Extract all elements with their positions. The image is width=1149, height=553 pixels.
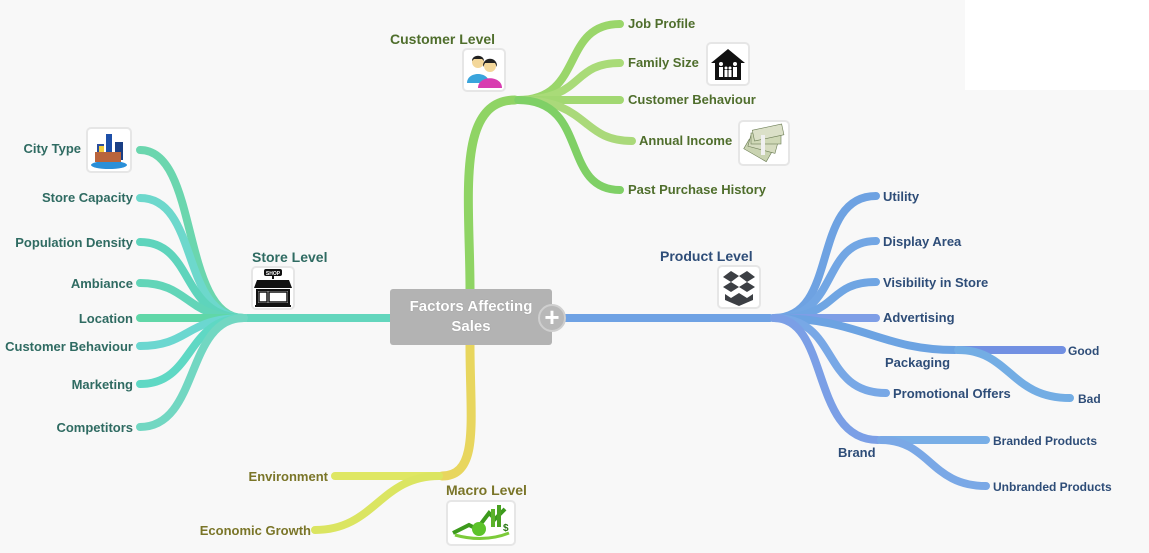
node-visibility-in-store[interactable]: Visibility in Store: [883, 275, 989, 290]
node-past-purchase-history[interactable]: Past Purchase History: [628, 182, 767, 197]
node-branded-products[interactable]: Branded Products: [993, 434, 1098, 448]
svg-text:$: $: [503, 523, 509, 534]
blank-panel: [965, 0, 1149, 90]
link-brand: [770, 314, 882, 444]
link-economic-growth: [311, 472, 443, 534]
node-ambiance[interactable]: Ambiance: [70, 276, 133, 291]
link-packaging: [770, 314, 959, 354]
link-past-purchase: [514, 96, 624, 194]
node-store-capacity[interactable]: Store Capacity: [41, 190, 133, 205]
node-population-density[interactable]: Population Density: [15, 235, 133, 250]
box-icon: [717, 265, 761, 309]
link-center-macro: [437, 340, 476, 481]
node-marketing[interactable]: Marketing: [71, 377, 133, 392]
link-unbranded-products: [877, 436, 990, 490]
link-bad: [954, 346, 1074, 402]
economy-growth-icon: $: [446, 500, 516, 546]
link-center-customer: [463, 95, 520, 294]
node-competitors[interactable]: Competitors: [56, 420, 133, 435]
node-unbranded-products[interactable]: Unbranded Products: [993, 480, 1112, 494]
link-competitors: [136, 314, 248, 431]
node-economic-growth[interactable]: Economic Growth: [199, 523, 311, 538]
central-topic[interactable]: Factors Affecting Sales: [390, 289, 552, 345]
customer-level-title[interactable]: Customer Level: [390, 31, 496, 47]
node-family-size[interactable]: Family Size: [628, 55, 699, 70]
svg-text:SHOP: SHOP: [266, 271, 281, 277]
node-job-profile[interactable]: Job Profile: [628, 16, 696, 31]
family-house-icon: [706, 42, 750, 86]
macro-level-title[interactable]: Macro Level: [446, 482, 527, 498]
store-level-title[interactable]: Store Level: [252, 249, 328, 265]
link-promotional-offers: [770, 314, 890, 397]
node-packaging[interactable]: Packaging: [885, 355, 951, 370]
money-icon: [738, 120, 790, 166]
link-city-type: [136, 146, 248, 322]
node-brand[interactable]: Brand: [838, 445, 876, 460]
node-location[interactable]: Location: [78, 311, 133, 326]
node-environment[interactable]: Environment: [248, 469, 328, 484]
node-promotional-offers[interactable]: Promotional Offers: [893, 386, 1011, 401]
node-utility[interactable]: Utility: [883, 189, 920, 204]
product-level-title[interactable]: Product Level: [660, 248, 753, 264]
node-customer-behaviour-store[interactable]: Customer Behaviour: [5, 339, 133, 354]
shop-icon: SHOP: [251, 266, 295, 310]
node-advertising[interactable]: Advertising: [883, 310, 955, 325]
node-city-type[interactable]: City Type: [23, 141, 81, 156]
plus-icon[interactable]: +: [538, 304, 566, 332]
node-packaging-good[interactable]: Good: [1068, 344, 1100, 358]
node-packaging-bad[interactable]: Bad: [1078, 392, 1101, 406]
node-customer-behaviour[interactable]: Customer Behaviour: [628, 92, 756, 107]
node-display-area[interactable]: Display Area: [883, 234, 962, 249]
people-icon: [462, 48, 506, 92]
node-annual-income[interactable]: Annual Income: [639, 133, 733, 148]
city-icon: [86, 127, 132, 173]
central-topic-title: Factors Affecting Sales: [409, 298, 533, 335]
